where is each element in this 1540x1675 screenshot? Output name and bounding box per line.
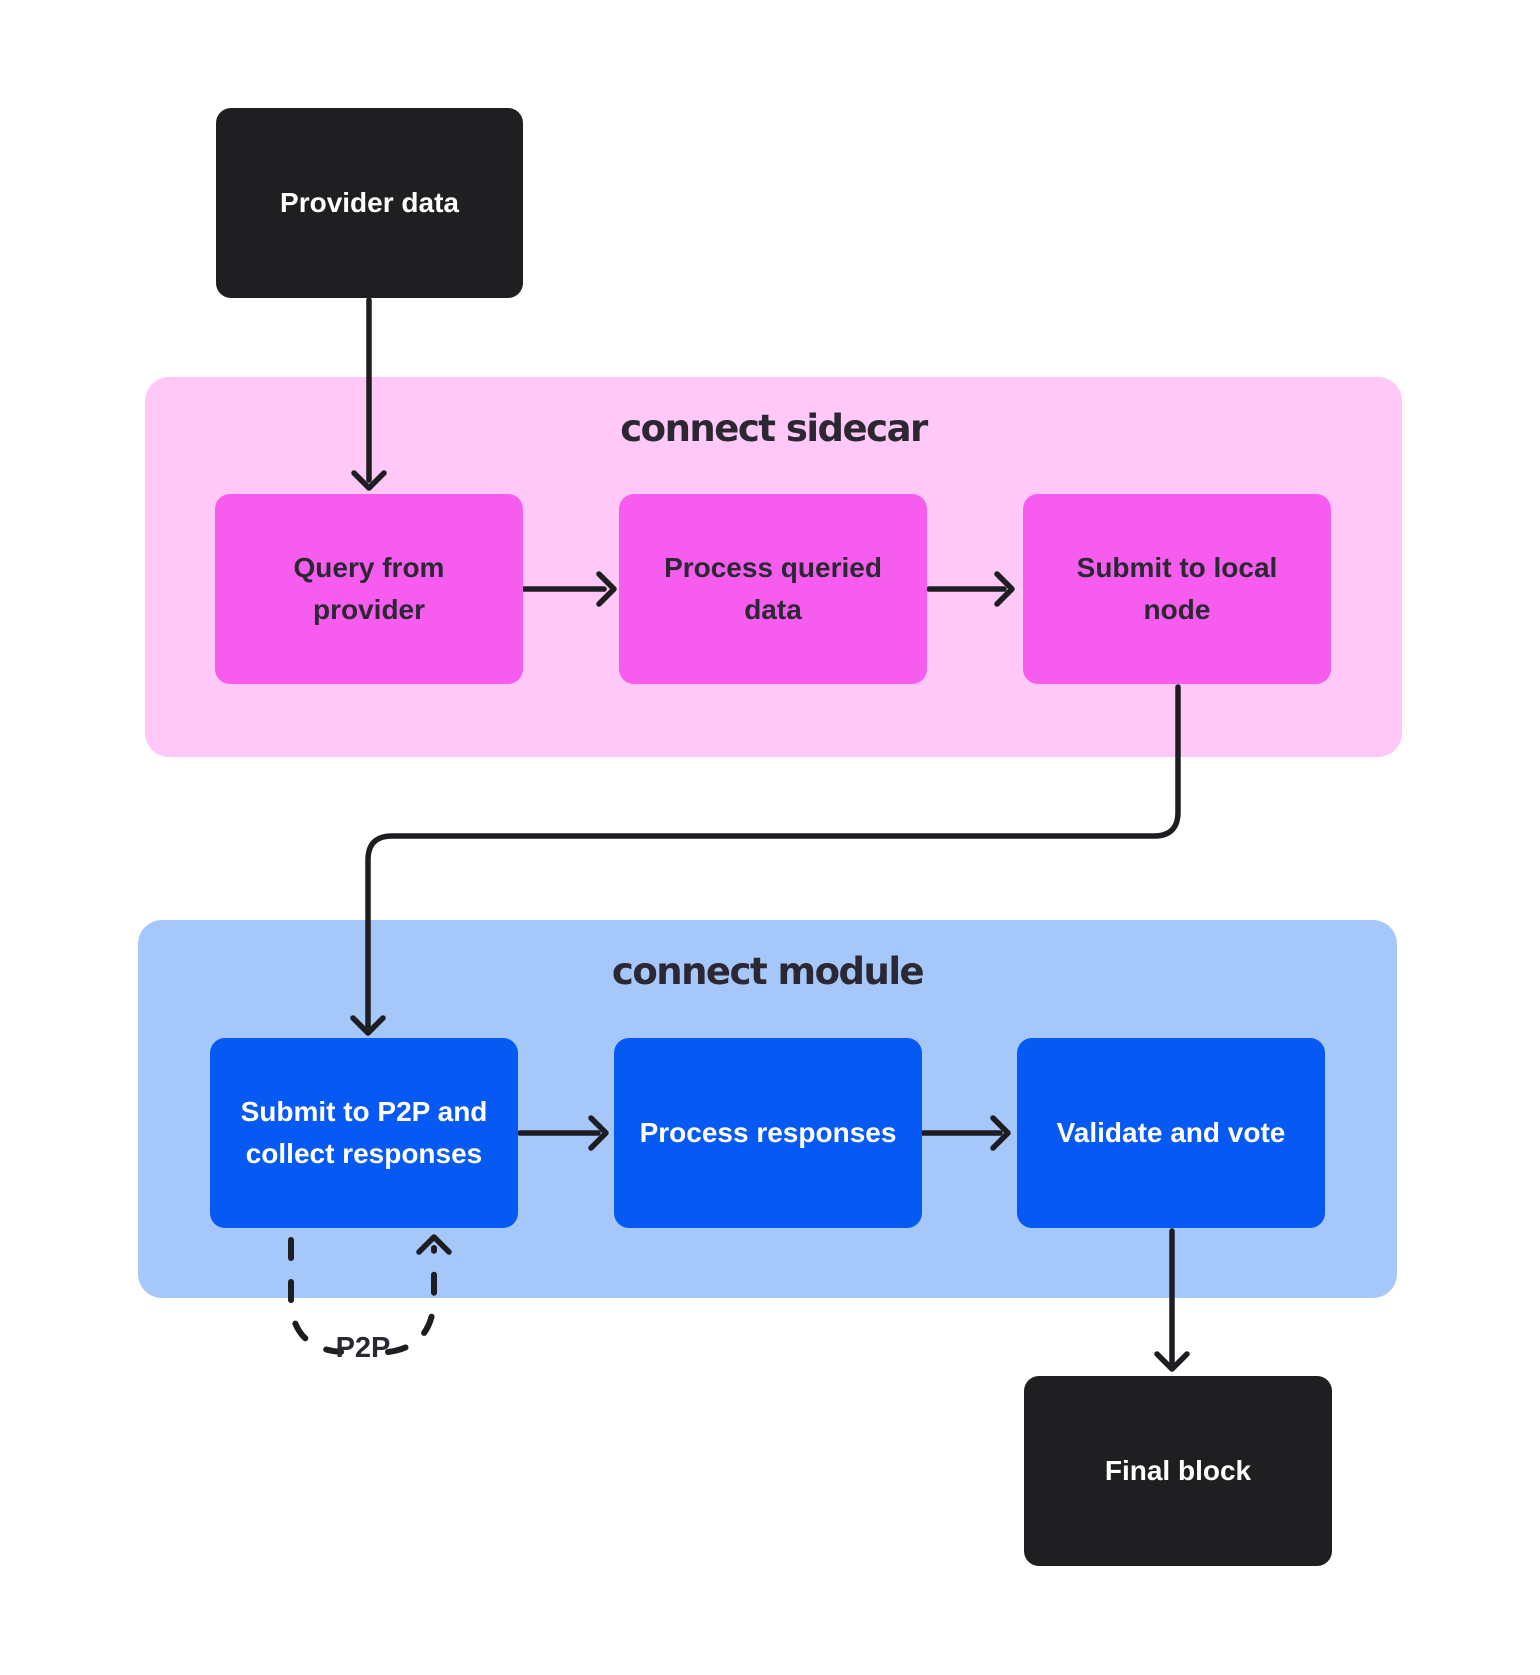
p2p-loop-label: P2P — [335, 1332, 391, 1364]
node-submit-to-p2p: Submit to P2P and collect responses — [210, 1038, 518, 1228]
node-submit-to-local-node: Submit to local node — [1023, 494, 1331, 684]
node-final-block: Final block — [1024, 1376, 1332, 1566]
connect-sidecar-title: connect sidecar — [620, 407, 928, 450]
node-process-queried-data: Process queried data — [619, 494, 927, 684]
node-query-from-provider: Query from provider — [215, 494, 523, 684]
node-process-responses: Process responses — [614, 1038, 922, 1228]
connect-module-title: connect module — [611, 950, 925, 993]
node-provider-data: Provider data — [216, 108, 523, 298]
node-validate-and-vote: Validate and vote — [1017, 1038, 1325, 1228]
arrowhead-validate-to-final — [1154, 1351, 1190, 1372]
